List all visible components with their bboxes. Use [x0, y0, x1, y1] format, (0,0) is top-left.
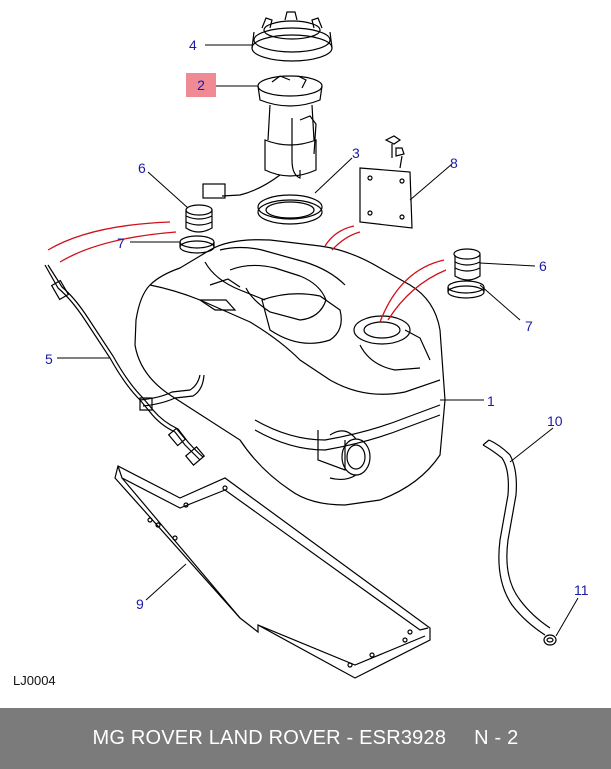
- callout-8: 8: [450, 155, 458, 171]
- footer-page-number: N - 2: [474, 727, 519, 749]
- vent-valve-right-part-6-7: [447, 248, 485, 299]
- filler-pipe-part-5: [44, 264, 206, 466]
- fuel-tank-part-1: [134, 239, 446, 506]
- callout-5: 5: [45, 351, 53, 367]
- callout-2-highlighted: 2: [186, 73, 216, 97]
- callout-6-right: 6: [539, 258, 547, 274]
- breather-hose-part-10: [482, 439, 551, 636]
- callout-10: 10: [547, 413, 563, 429]
- footer-brand-text: MG ROVER LAND ROVER - ESR3928: [92, 727, 447, 749]
- locking-ring-part-4: [251, 11, 333, 62]
- red-indicator-arrows: [47, 221, 447, 323]
- vent-valve-left-part-6-7: [179, 204, 215, 254]
- diagram-reference-code: LJ0004: [13, 673, 56, 688]
- fuel-tank-exploded-diagram: [44, 11, 579, 679]
- callout-9: 9: [136, 596, 144, 612]
- seal-part-3: [257, 194, 323, 225]
- cover-plate-part-8: [359, 135, 413, 229]
- fuel-pump-part-2: [202, 75, 323, 199]
- heat-shield-part-9: [114, 465, 431, 679]
- callout-4: 4: [189, 37, 197, 53]
- callout-11: 11: [574, 582, 589, 598]
- callout-1: 1: [487, 393, 495, 409]
- leader-lines: [57, 44, 579, 637]
- callout-6-left: 6: [138, 160, 146, 176]
- footer-bar: MG ROVER LAND ROVER - ESR3928 N - 2: [0, 708, 611, 769]
- callout-7-left: 7: [117, 235, 125, 251]
- callout-7-right: 7: [525, 318, 533, 334]
- callout-3: 3: [352, 145, 360, 161]
- hose-clip-part-11: [543, 634, 557, 646]
